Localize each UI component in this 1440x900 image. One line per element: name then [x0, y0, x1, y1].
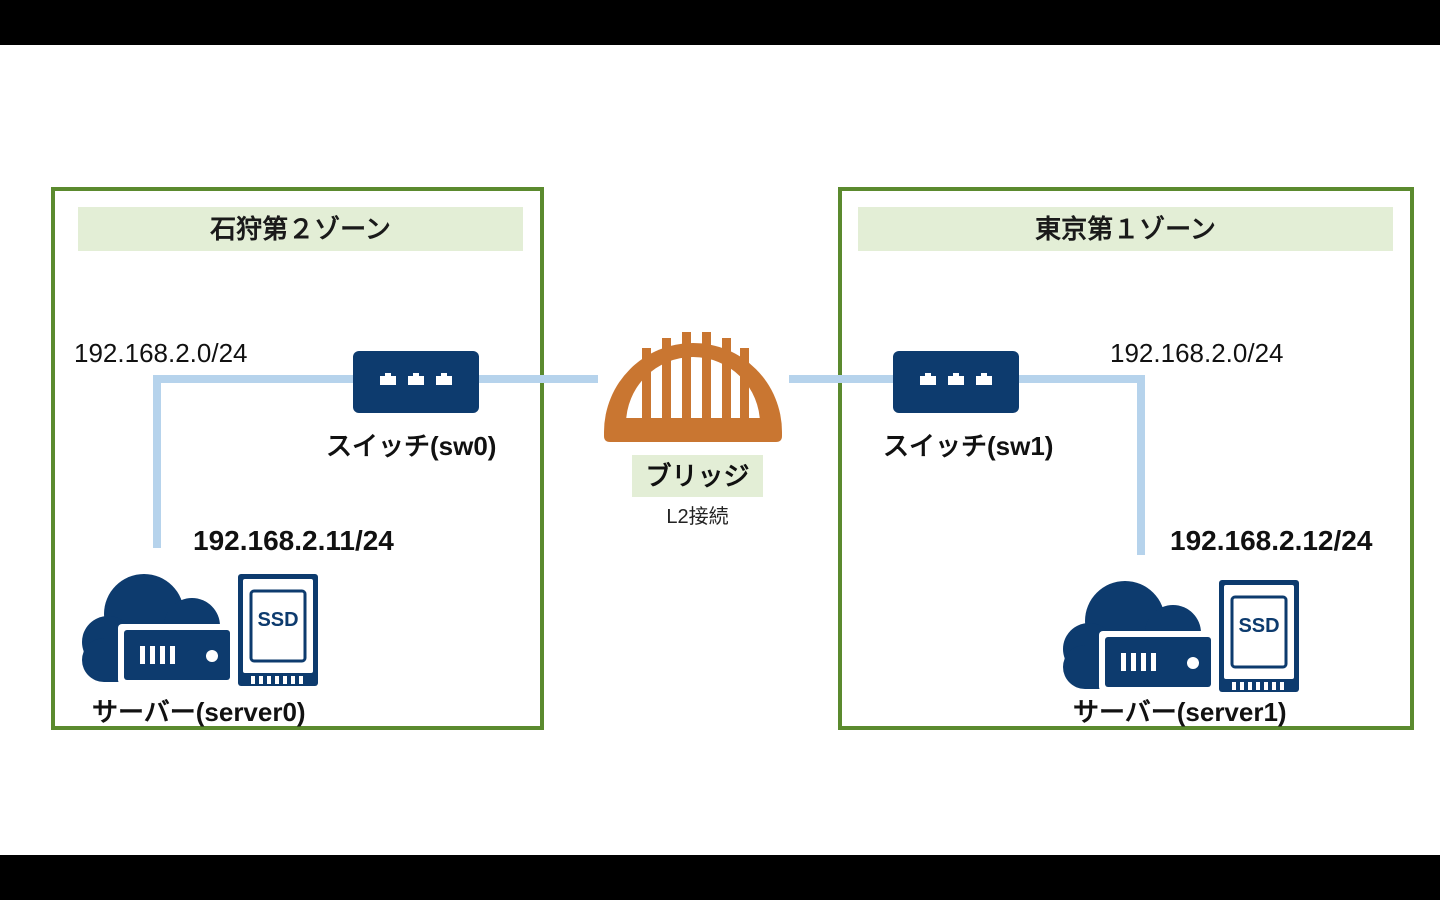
letterbox-bottom: [0, 855, 1440, 900]
bridge-sublabel: L2接続: [666, 506, 729, 528]
wire-right-horizontal: [1019, 375, 1145, 383]
cloud-server-icon: [80, 572, 240, 691]
ssd-label: SSD: [1238, 615, 1280, 637]
bridge-icon: [600, 318, 786, 449]
switch-icon: [893, 351, 1019, 413]
switch-icon: [353, 351, 479, 413]
server-ip-left: 192.168.2.11/24: [193, 525, 394, 556]
wire-left-horizontal: [153, 375, 353, 383]
ssd-label: SSD: [257, 609, 299, 631]
wire-sw0-bridge: [478, 375, 598, 383]
wire-left-vertical: [153, 375, 161, 548]
ssd-icon: SSD: [237, 573, 319, 692]
network-label-left: 192.168.2.0/24: [74, 338, 248, 368]
switch-label-sw1: スイッチ(sw1): [883, 431, 1054, 461]
network-label-right: 192.168.2.0/24: [1110, 338, 1284, 368]
zone-title-right: 東京第１ゾーン: [858, 207, 1393, 251]
wire-right-vertical: [1137, 375, 1145, 555]
letterbox-top: [0, 0, 1440, 45]
server-ip-right: 192.168.2.12/24: [1170, 525, 1373, 556]
server-label-server1: サーバー(server1): [1073, 697, 1287, 727]
wire-bridge-sw1: [789, 375, 894, 383]
bridge-label: ブリッジ: [632, 455, 763, 497]
cloud-server-icon: [1061, 579, 1221, 698]
ssd-icon: SSD: [1218, 579, 1300, 698]
server-label-server0: サーバー(server0): [92, 697, 306, 727]
switch-label-sw0: スイッチ(sw0): [326, 431, 497, 461]
zone-title-left: 石狩第２ゾーン: [78, 207, 523, 251]
